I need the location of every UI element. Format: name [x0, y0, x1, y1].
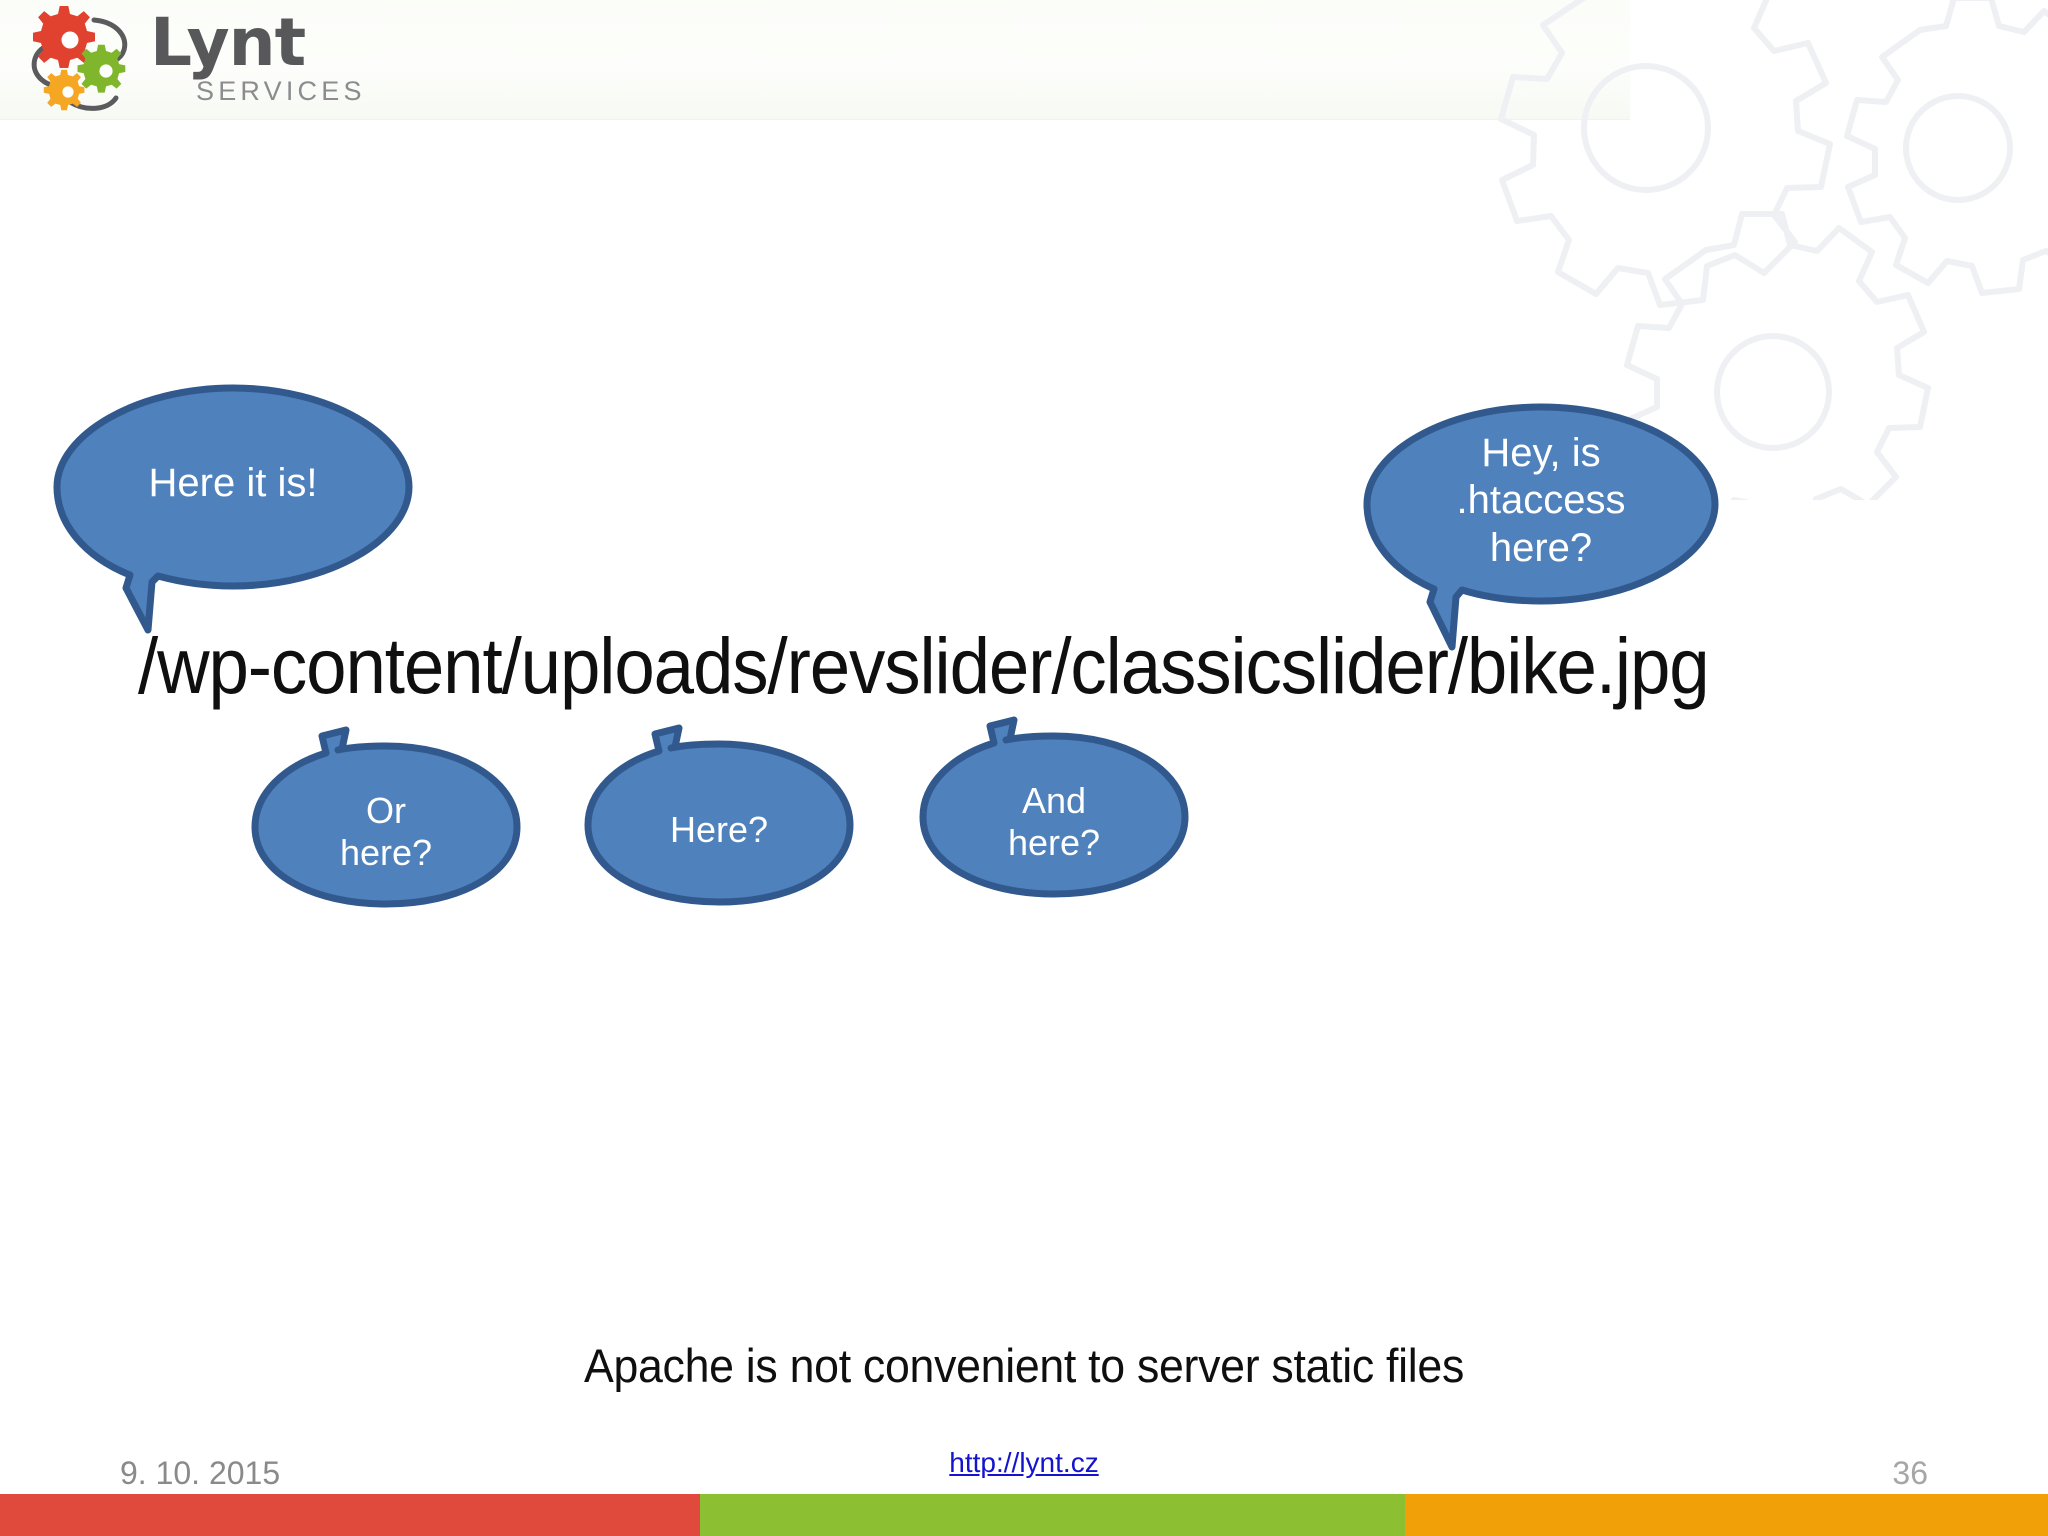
bar-segment-red	[0, 1494, 700, 1536]
header-band	[0, 0, 1630, 120]
file-path-text: /wp-content/uploads/revslider/classicsli…	[138, 621, 1710, 710]
lynt-wordmark: Lynt SERVICES	[150, 4, 370, 112]
lynt-logo: Lynt SERVICES	[24, 6, 364, 118]
logo-word: Lynt	[150, 4, 306, 81]
footer-link-wrapper: http://lynt.cz	[0, 1447, 2048, 1479]
speech-bubble-or-here[interactable]: Or here?	[250, 726, 522, 908]
bottom-color-bar	[0, 1494, 2048, 1536]
bar-segment-green	[700, 1494, 1405, 1536]
speech-bubble-here[interactable]: Here?	[583, 724, 855, 906]
footer-date: 9. 10. 2015	[120, 1455, 281, 1491]
lynt-gears-icon	[24, 6, 142, 118]
speech-bubble-htaccess[interactable]: Hey, is .htaccess here?	[1362, 402, 1720, 652]
header-divider	[0, 119, 1630, 120]
footer-page-number: 36	[1892, 1455, 1928, 1491]
slide-caption: Apache is not convenient to server stati…	[583, 1339, 1465, 1392]
bar-segment-orange	[1405, 1494, 2048, 1536]
speech-bubble-here-it-is[interactable]: Here it is!	[52, 383, 414, 635]
logo-subtitle: SERVICES	[196, 76, 366, 106]
footer-link[interactable]: http://lynt.cz	[949, 1447, 1099, 1478]
speech-bubble-and-here[interactable]: And here?	[918, 716, 1190, 898]
